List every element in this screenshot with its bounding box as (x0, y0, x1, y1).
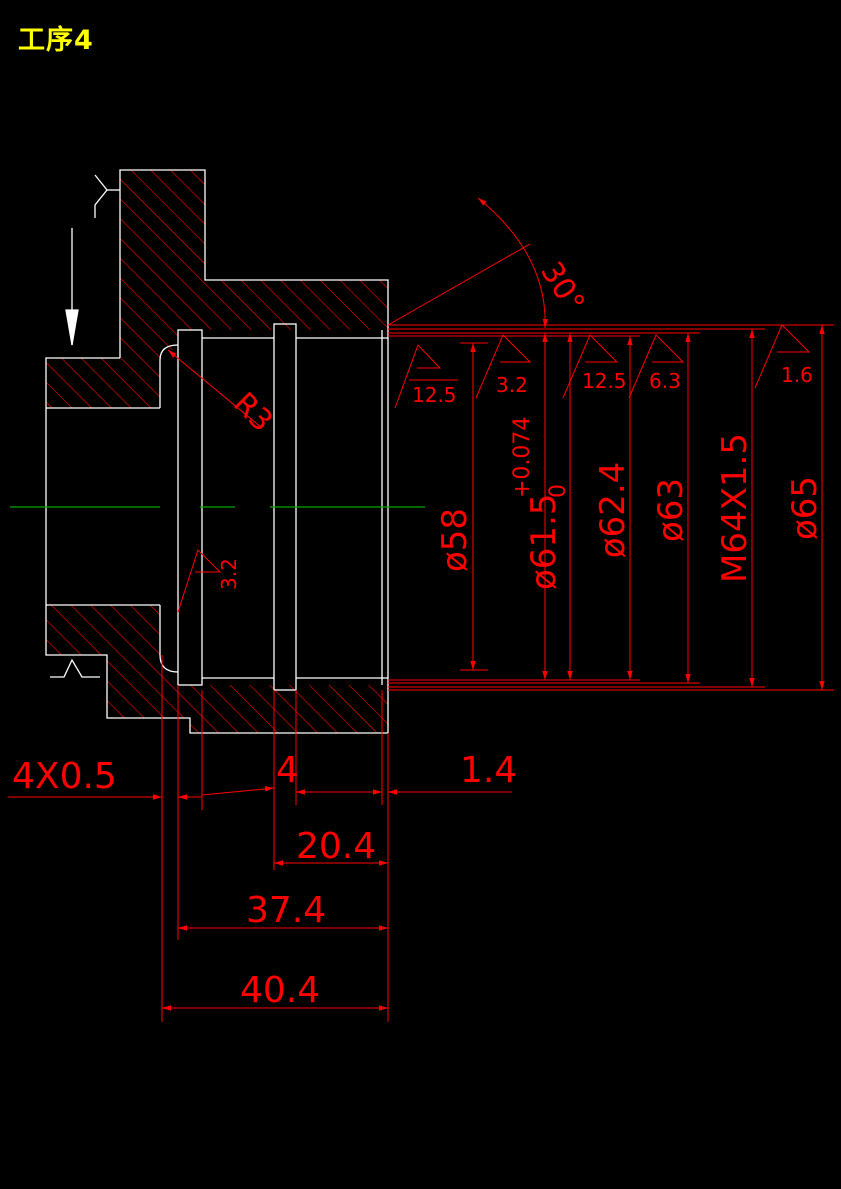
dim-l40-4: 40.4 (240, 970, 320, 1011)
dim-d61-5-tol-lower: 0 (546, 484, 571, 498)
linear-dimension-labels: 4X0.5 4 1.4 20.4 37.4 40.4 (12, 750, 517, 1011)
diameter-labels: ø58 ø61.5 +0.074 0 ø62.4 ø63 M64X1.5 ø65 (435, 417, 825, 590)
roughness-value: 3.2 (496, 373, 528, 397)
roughness-value: 12.5 (582, 369, 627, 393)
surface-roughness-icon (177, 549, 222, 613)
section-hatching (46, 170, 388, 733)
roughness-value: 3.2 (217, 558, 241, 590)
extension-lines (388, 324, 834, 691)
surface-roughness-icon (754, 324, 811, 389)
vertical-extension-lines (161, 655, 389, 1022)
process-title: 工序4 (18, 25, 94, 56)
angle-label: 30° (533, 256, 591, 320)
dim-d65: ø65 (785, 476, 825, 540)
angle-callout (387, 197, 549, 329)
roughness-marks (177, 324, 811, 613)
part-outline (45, 169, 389, 734)
dim-d62-4: ø62.4 (593, 462, 633, 559)
dim-d61-5-tol-upper: +0.074 (510, 417, 535, 498)
lower-section-hatch (46, 605, 388, 733)
surface-roughness-icon (562, 334, 619, 399)
upper-locating-symbol (94, 174, 108, 218)
dim-groove: 4 (276, 750, 299, 791)
upper-section-hatch (46, 170, 388, 408)
lower-locating-symbol (50, 658, 100, 678)
dim-d58: ø58 (435, 508, 475, 572)
dim-chamfer: 4X0.5 (12, 756, 117, 797)
diameter-dimension-lines (470, 325, 825, 690)
dim-d61-5: ø61.5 (524, 493, 564, 590)
roughness-value: 1.6 (781, 363, 813, 387)
surface-roughness-icon (475, 334, 532, 399)
roughness-values: 12.5 3.2 12.5 6.3 1.6 3.2 (217, 363, 813, 590)
dim-l20-4: 20.4 (296, 826, 376, 867)
arrow-icon (65, 309, 79, 346)
dim-m64: M64X1.5 (715, 433, 755, 583)
surface-roughness-icon (628, 334, 685, 399)
linear-dimension-lines (8, 786, 512, 1011)
locating-symbols (50, 174, 120, 678)
dim-d63: ø63 (651, 478, 691, 542)
dim-l37-4: 37.4 (246, 890, 326, 931)
surface-roughness-icon (394, 344, 458, 409)
roughness-value: 6.3 (649, 369, 681, 393)
roughness-value: 12.5 (412, 383, 457, 407)
radius-label: R3 (226, 386, 279, 439)
dim-right: 1.4 (460, 750, 517, 791)
radius-callout: R3 (167, 349, 279, 439)
